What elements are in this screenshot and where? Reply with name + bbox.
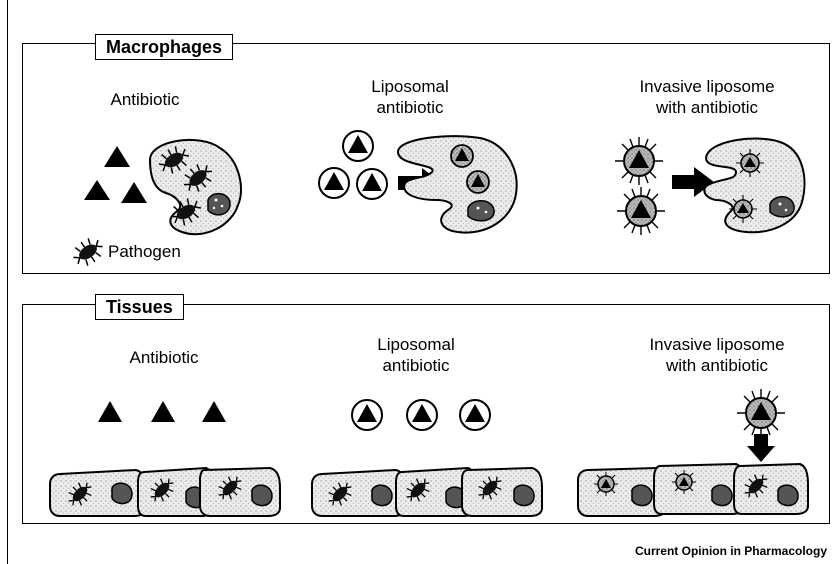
triangle-drug-icon: [98, 401, 122, 422]
invasive-liposome-icon: [672, 470, 696, 494]
journal-footer: Current Opinion in Pharmacology: [635, 544, 827, 558]
tissue-cell: [200, 468, 280, 516]
tissues-panel-title: Tissues: [95, 294, 184, 320]
tissue-cell: [578, 468, 666, 516]
down-arrow-icon: [747, 434, 775, 462]
triangle-drug-icon: [104, 146, 130, 167]
nucleus-icon: [632, 485, 652, 505]
triangle-drug-icon: [202, 401, 226, 422]
caption-line: antibiotic: [350, 97, 470, 118]
tissues-liposomal-caption: Liposomal antibiotic: [356, 334, 476, 376]
liposome-icon: [407, 400, 437, 430]
tissue-cell: [654, 464, 744, 514]
invasive-liposome-icon: [736, 149, 764, 177]
invasive-liposome-icon: [729, 195, 757, 223]
nucleus-icon: [770, 197, 794, 217]
invasive-liposome-icon: [615, 137, 663, 185]
nucleus-icon: [468, 201, 494, 221]
caption-line: Liposomal: [350, 76, 470, 97]
invasive-liposome-icon: [594, 472, 618, 496]
tissue-cells-liposomal: [312, 468, 542, 516]
caption-line: Invasive liposome: [632, 334, 802, 355]
tissue-cell: [312, 470, 406, 516]
tissue-cell: [734, 464, 808, 514]
nucleus-icon: [112, 483, 132, 503]
liposome-group: [319, 131, 387, 199]
macrophage-cell: [398, 136, 517, 233]
caption-line: with antibiotic: [632, 355, 802, 376]
caption-line: with antibiotic: [622, 97, 792, 118]
nucleus-icon: [252, 485, 272, 505]
caption-line: Antibiotic: [85, 89, 205, 110]
tissue-cells-antibiotic: [50, 468, 280, 516]
macrophage-cell: [150, 140, 241, 234]
nucleus-icon: [372, 485, 392, 505]
free-antibiotic-triangles: [98, 401, 226, 422]
caption-line: Liposomal: [356, 334, 476, 355]
caption-line: antibiotic: [356, 355, 476, 376]
nucleus-icon: [778, 485, 798, 505]
liposome-icon: [451, 145, 473, 167]
macrophages-antibiotic-caption: Antibiotic: [85, 89, 205, 110]
pathogen-label: Pathogen: [108, 242, 181, 262]
tissues-antibiotic-caption: Antibiotic: [104, 347, 224, 368]
liposome-icon: [467, 171, 489, 193]
liposome-icon: [357, 169, 387, 199]
macrophages-invasive-caption: Invasive liposome with antibiotic: [622, 76, 792, 118]
liposome-icon: [460, 400, 490, 430]
triangle-drug-icon: [121, 182, 147, 203]
macrophages-liposomal-caption: Liposomal antibiotic: [350, 76, 470, 118]
triangle-drug-icon: [84, 180, 110, 200]
liposome-icon: [343, 131, 373, 161]
macrophages-panel-title: Macrophages: [95, 34, 233, 60]
liposome-icon: [319, 168, 349, 198]
tissue-cell: [50, 470, 146, 516]
liposome-icon: [352, 400, 382, 430]
tissue-cell: [462, 468, 542, 516]
nucleus-icon: [208, 194, 230, 215]
tissue-cells-invasive: [578, 464, 808, 516]
nucleus-icon: [514, 485, 534, 505]
macrophage-cell: [704, 139, 804, 233]
invasive-liposome-icon: [617, 187, 665, 235]
tissues-invasive-caption: Invasive liposome with antibiotic: [632, 334, 802, 376]
invasive-liposome-icon: [737, 389, 785, 437]
caption-line: Invasive liposome: [622, 76, 792, 97]
liposome-group: [352, 400, 490, 430]
triangle-drug-icon: [151, 401, 175, 422]
caption-line: Antibiotic: [104, 347, 224, 368]
free-antibiotic-triangles: [84, 146, 147, 203]
pathogen-legend-icon: [69, 234, 107, 271]
nucleus-icon: [712, 485, 732, 505]
